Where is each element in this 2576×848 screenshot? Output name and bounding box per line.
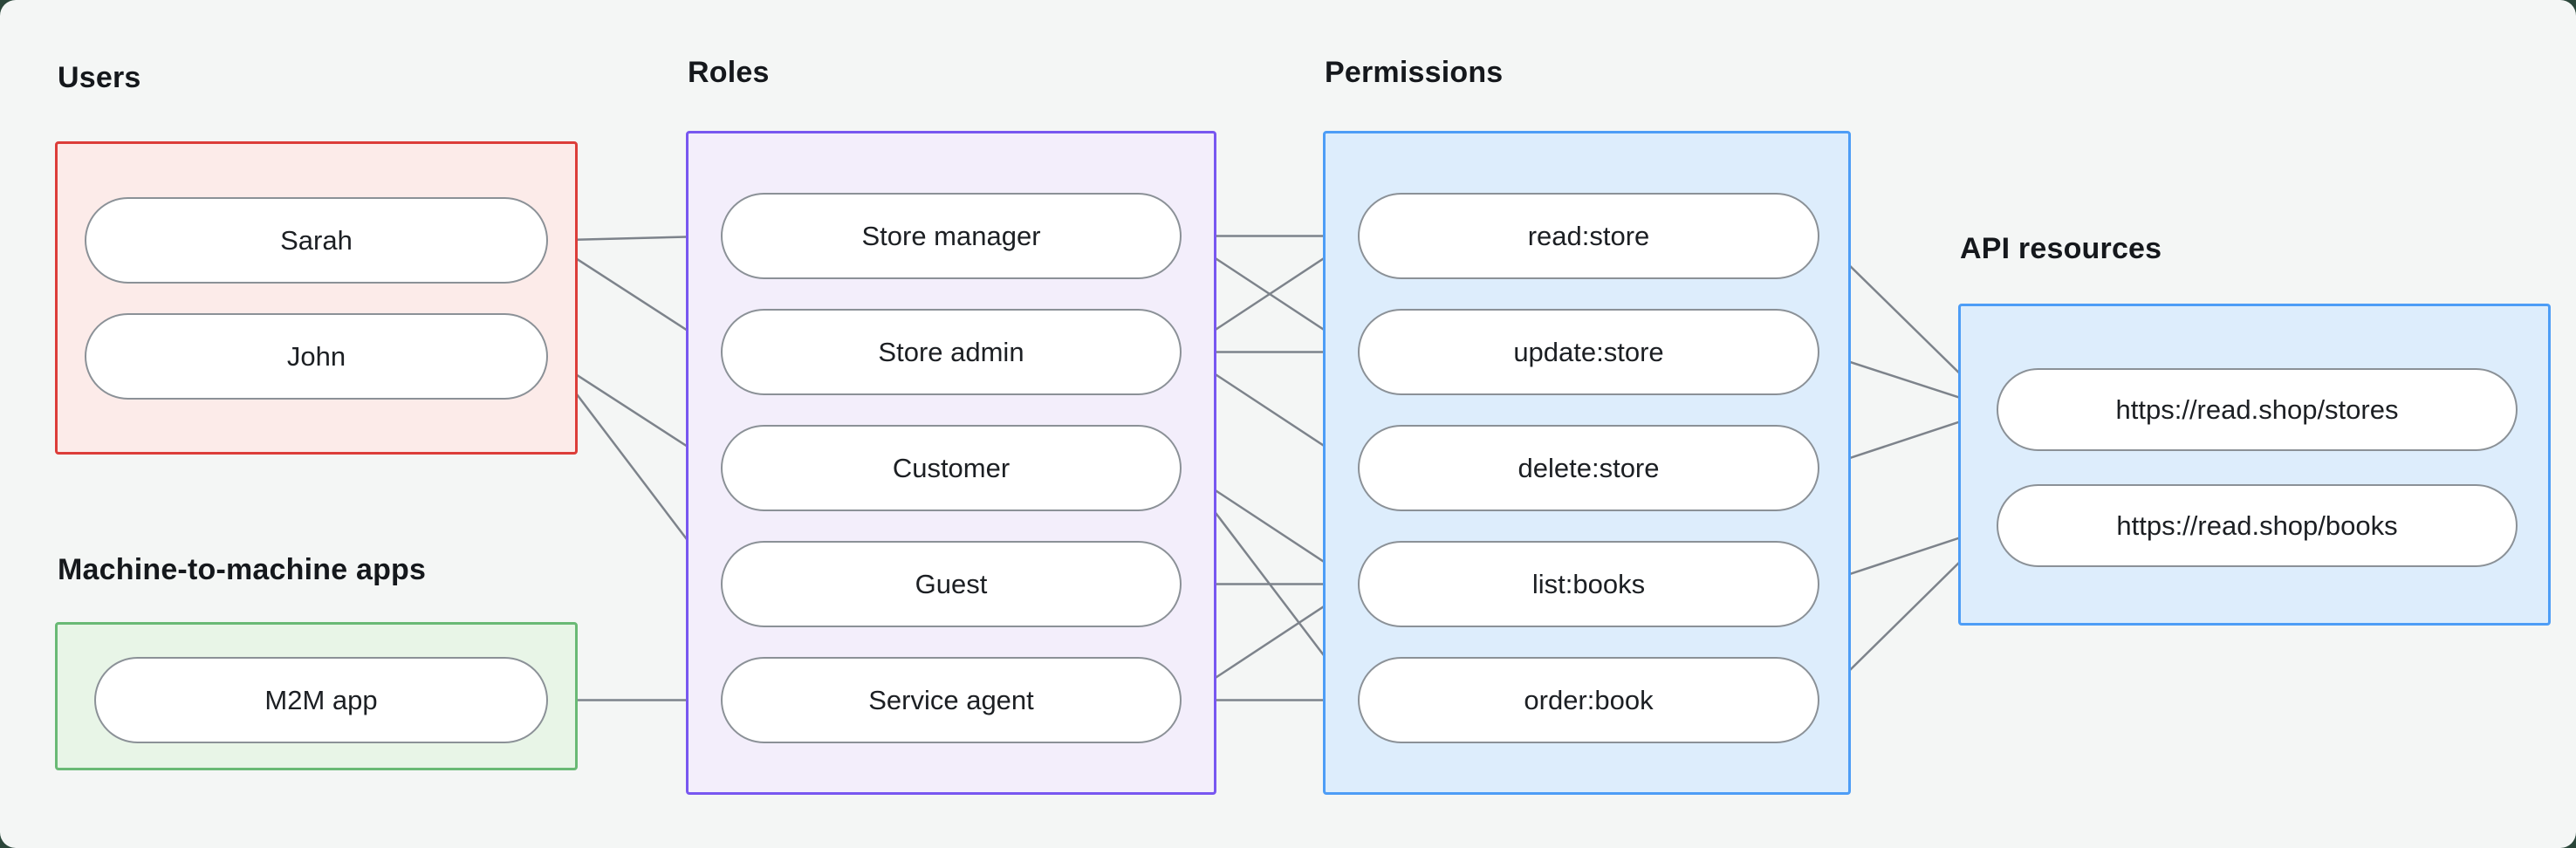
permissions-group-label: Permissions xyxy=(1325,56,1504,89)
node-order-book: order:book xyxy=(1358,657,1819,743)
api-group-box xyxy=(1958,304,2551,626)
node-sarah: Sarah xyxy=(85,197,548,284)
node-john: John xyxy=(85,313,548,400)
node-list-books: list:books xyxy=(1358,541,1819,627)
node-store-admin: Store admin xyxy=(721,309,1182,395)
node-read-store: read:store xyxy=(1358,193,1819,279)
node-m2m-app: M2M app xyxy=(94,657,548,743)
m2m-group-label: Machine-to-machine apps xyxy=(58,553,427,586)
users-group-box xyxy=(55,141,578,455)
node-books-api: https://read.shop/books xyxy=(1997,484,2518,567)
node-customer: Customer xyxy=(721,425,1182,511)
node-store-manager: Store manager xyxy=(721,193,1182,279)
api-group-label: API resources xyxy=(1960,232,2162,265)
node-delete-store: delete:store xyxy=(1358,425,1819,511)
roles-group-label: Roles xyxy=(688,56,770,89)
node-guest: Guest xyxy=(721,541,1182,627)
node-service-agent: Service agent xyxy=(721,657,1182,743)
node-stores-api: https://read.shop/stores xyxy=(1997,368,2518,451)
users-group-label: Users xyxy=(58,61,141,94)
node-update-store: update:store xyxy=(1358,309,1819,395)
